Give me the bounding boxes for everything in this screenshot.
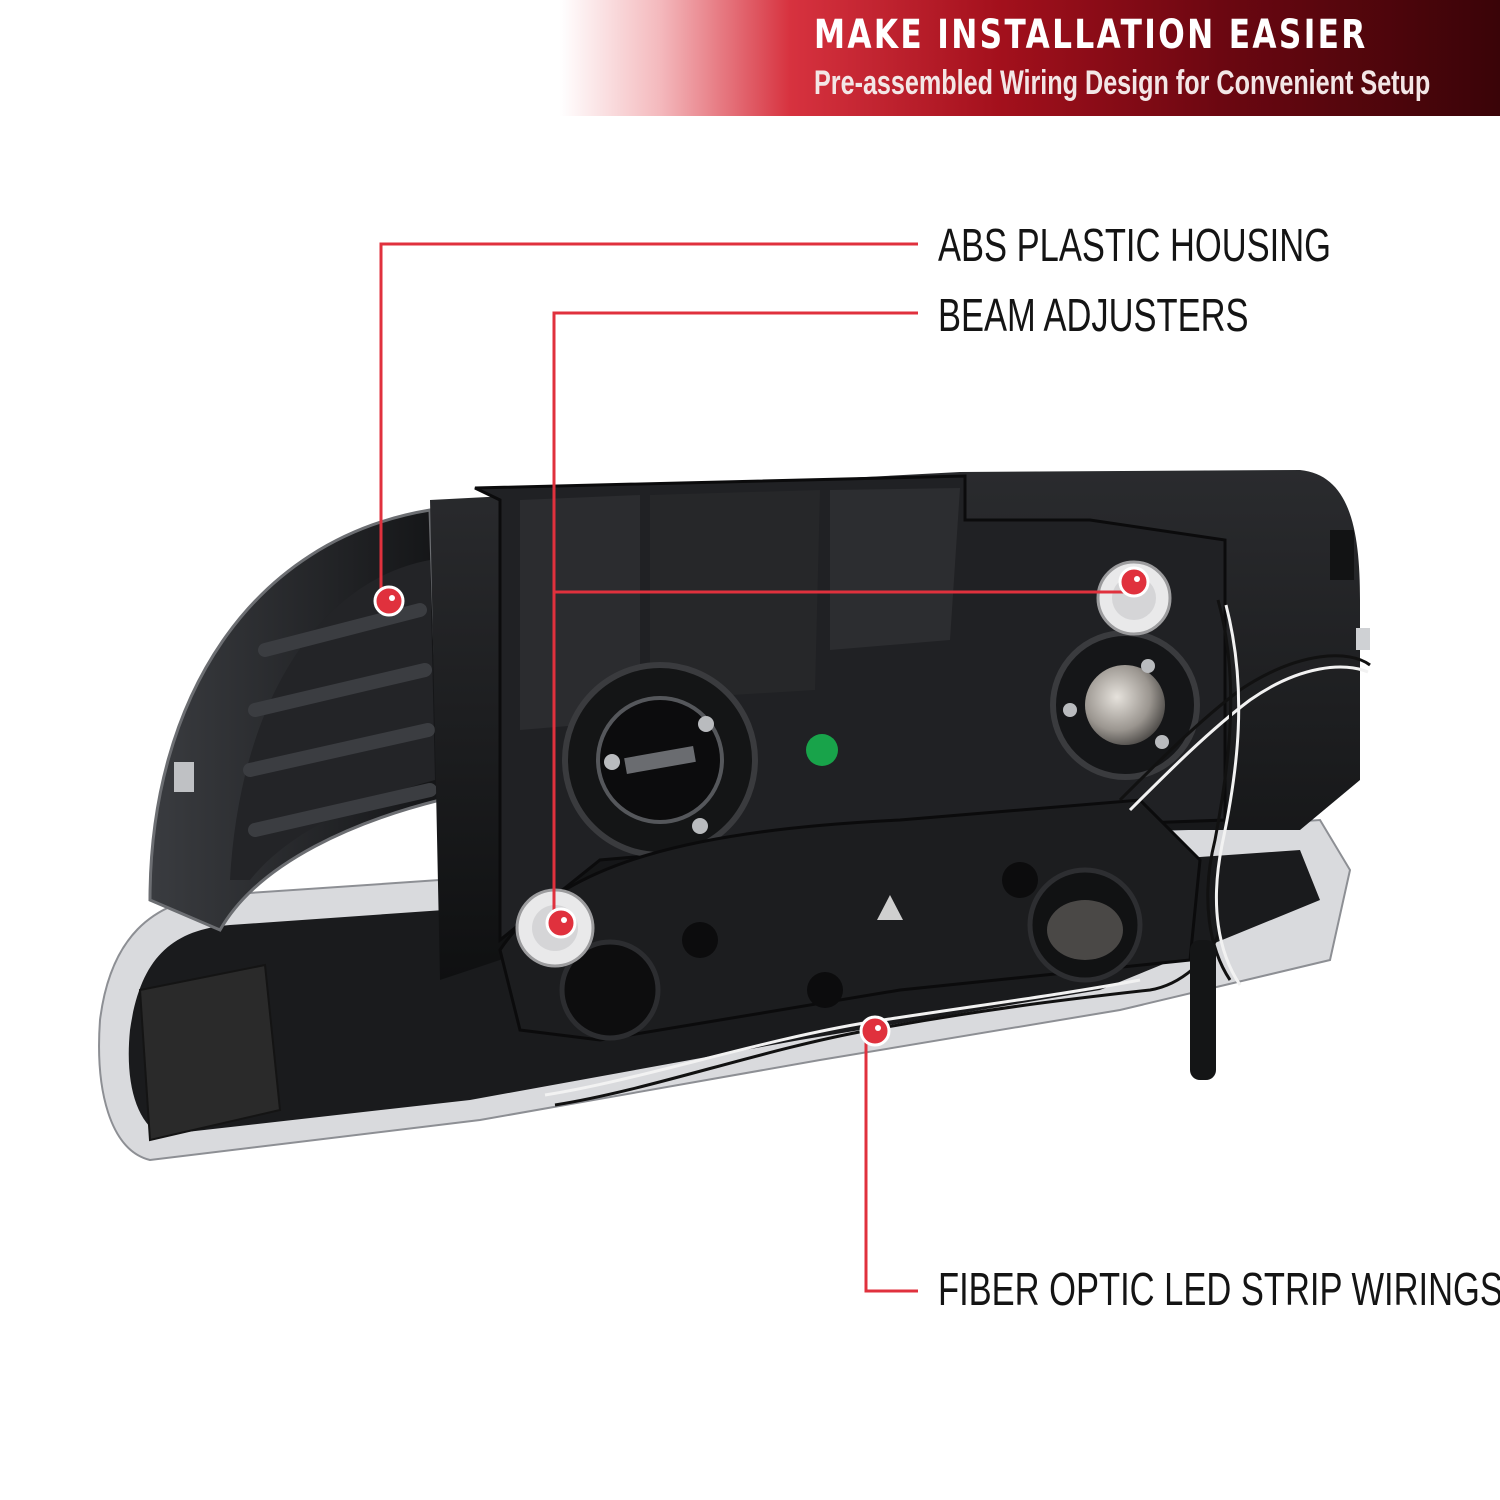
beam-adjuster-marker-upper [1118, 566, 1150, 598]
beam-adjuster-marker-lower [545, 907, 577, 939]
wirings-leader-line [864, 1030, 918, 1293]
header-banner: MAKE INSTALLATION EASIER Pre-assembled W… [0, 0, 1500, 116]
callout-label-wirings: FIBER OPTIC LED STRIP WIRINGS [938, 1263, 1500, 1315]
beam-adjusters-leader-line [552, 311, 918, 921]
banner-subtitle: Pre-assembled Wiring Design for Convenie… [814, 64, 1431, 102]
headlight-assembly [98, 470, 1371, 1162]
housing-leader-line [379, 242, 918, 598]
wirings-marker [859, 1015, 891, 1047]
housing-marker [373, 585, 405, 617]
banner-title: MAKE INSTALLATION EASIER [814, 12, 1368, 58]
callout-label-housing: ABS PLASTIC HOUSING [938, 219, 1332, 271]
callout-label-beam-adjusters: BEAM ADJUSTERS [938, 289, 1249, 341]
callout-markers [373, 566, 1150, 1047]
